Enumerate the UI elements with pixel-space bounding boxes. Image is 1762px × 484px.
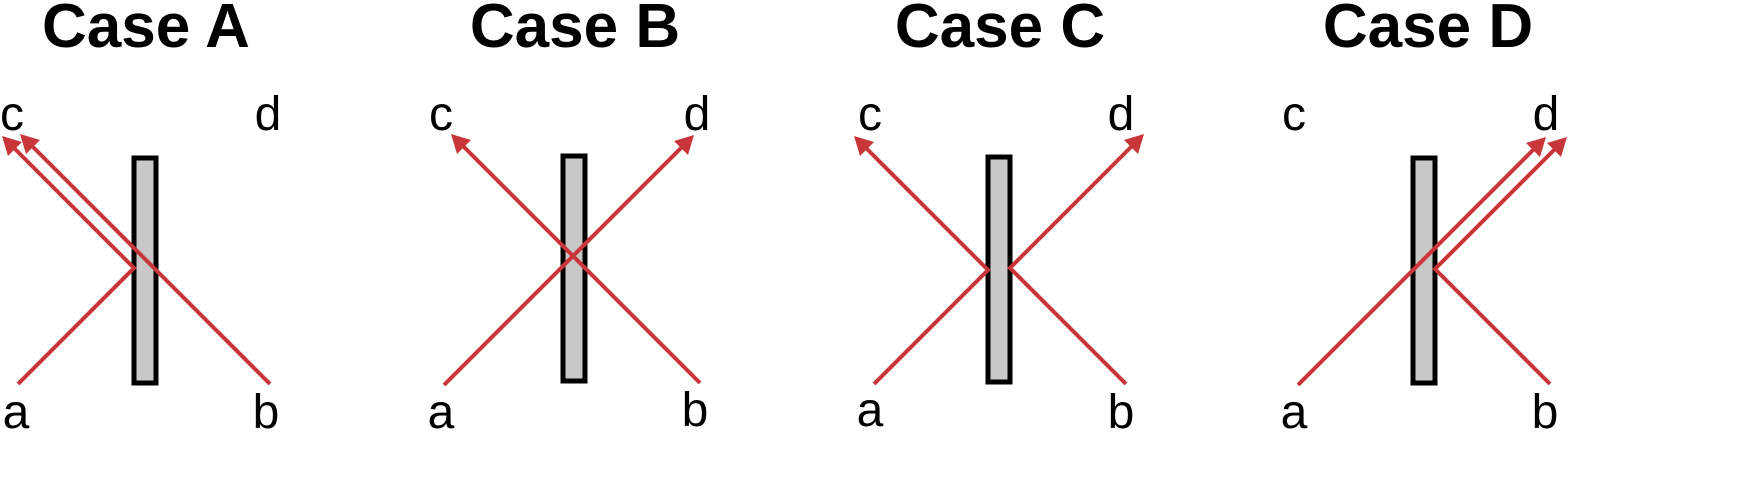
arrowhead <box>451 134 471 154</box>
ray-path-a-to-c <box>860 142 991 386</box>
panel-title: Case D <box>1323 0 1533 61</box>
panel-case-c: Case C c d a b <box>854 0 1144 439</box>
ray-path-a-to-d <box>442 141 688 387</box>
ray-path-b-to-c <box>26 140 272 386</box>
ray-path-b-to-d <box>1007 140 1138 386</box>
arrowhead <box>2 136 22 156</box>
port-label-a: a <box>428 386 455 439</box>
port-label-b: b <box>1108 386 1135 439</box>
panel-case-a: Case A c d a b <box>0 0 281 439</box>
beam-splitter-plate <box>131 155 159 386</box>
beam-splitter-plate <box>1410 155 1438 386</box>
port-label-c: c <box>429 88 453 141</box>
panel-case-b: Case B c d a b <box>428 0 711 439</box>
port-label-d: d <box>684 88 711 141</box>
ray-path-b-to-c <box>457 140 702 385</box>
port-label-b: b <box>682 384 709 437</box>
arrowhead <box>1547 137 1567 157</box>
port-label-c: c <box>0 88 24 141</box>
arrowhead <box>1526 137 1546 157</box>
ray-path-b-to-d <box>1432 143 1561 386</box>
panel-case-d: Case D c d a b <box>1281 0 1567 439</box>
port-label-c: c <box>858 88 882 141</box>
ray-path-a-to-d <box>1296 143 1540 387</box>
port-label-d: d <box>1533 88 1560 141</box>
ray-path-a-to-c <box>8 142 137 386</box>
port-label-a: a <box>3 386 30 439</box>
arrowhead <box>20 134 40 154</box>
beam-splitter-plate <box>560 153 588 384</box>
arrowhead <box>854 136 874 156</box>
panel-title: Case C <box>895 0 1105 61</box>
port-label-d: d <box>1108 88 1135 141</box>
panel-title: Case B <box>470 0 680 61</box>
panel-title: Case A <box>42 0 250 61</box>
port-label-a: a <box>857 384 884 437</box>
port-label-c: c <box>1282 88 1306 141</box>
port-label-a: a <box>1281 386 1308 439</box>
arrowhead <box>674 135 694 155</box>
arrowhead <box>1124 134 1144 154</box>
beam-splitter-plate <box>985 154 1013 385</box>
port-label-b: b <box>1532 386 1559 439</box>
port-label-d: d <box>255 88 282 141</box>
port-label-b: b <box>253 386 280 439</box>
